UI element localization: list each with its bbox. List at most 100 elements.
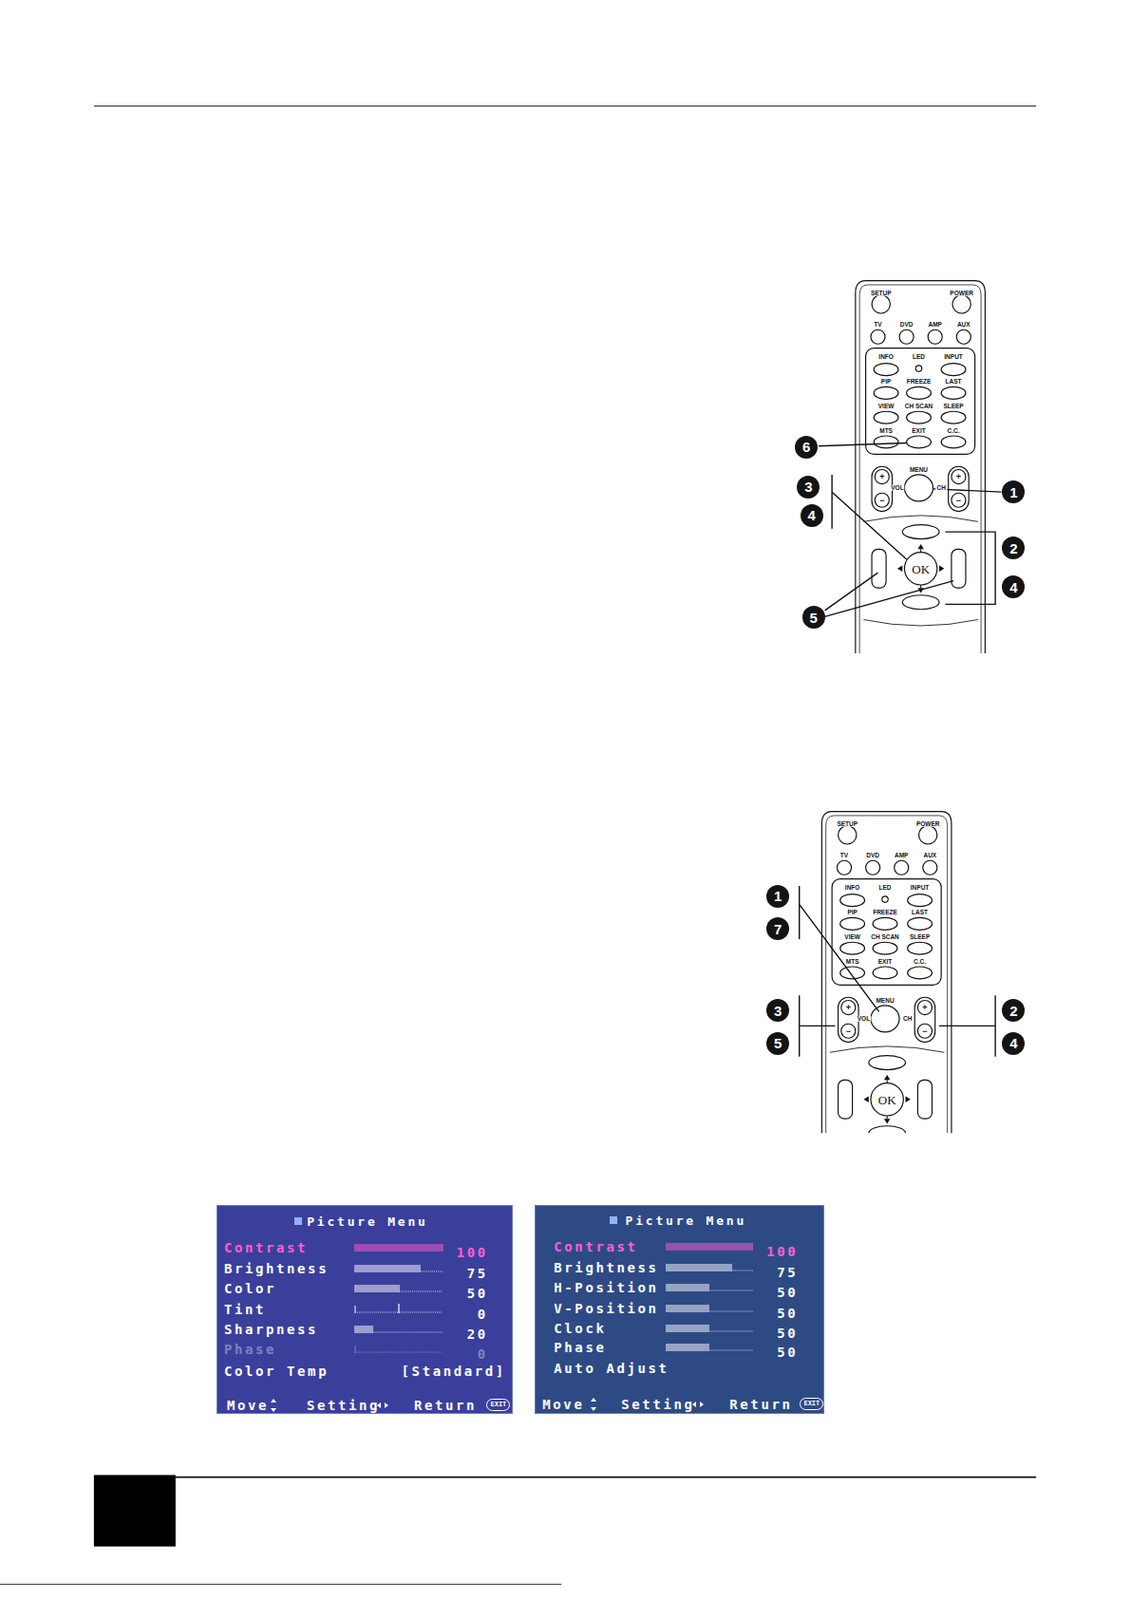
- bar-tick: [418, 1264, 420, 1273]
- bar-tick: [397, 1264, 399, 1273]
- bar-tick: [683, 1324, 685, 1333]
- bar-tick: [670, 1324, 672, 1333]
- menu-text: Auto Adjust: [553, 1360, 669, 1377]
- bar-tick: [687, 1263, 689, 1272]
- bar-tick: [392, 1244, 394, 1252]
- oval-button: [868, 1126, 906, 1134]
- bar-tick: [363, 1325, 365, 1334]
- button-label: +: [921, 1003, 928, 1013]
- bar-tick: [386, 1264, 388, 1273]
- bar-track: [710, 1349, 754, 1351]
- bar-tick: [388, 1284, 390, 1293]
- bar-tick: [681, 1283, 683, 1292]
- bar-tick: [693, 1304, 695, 1313]
- bar-tick: [744, 1243, 746, 1251]
- menu-text: 50: [776, 1305, 798, 1321]
- bar-tick: [729, 1243, 731, 1251]
- bar-tick: [403, 1244, 405, 1252]
- bar-tick: [691, 1243, 693, 1251]
- bar-tick: [700, 1324, 702, 1333]
- bar-tick: [678, 1283, 679, 1292]
- button-label: FREEZE: [871, 909, 899, 917]
- bar-tick: [685, 1343, 687, 1352]
- oval-button: [872, 966, 898, 980]
- button-label: −: [845, 1026, 852, 1036]
- bar-tick: [666, 1304, 668, 1313]
- bar-tick: [697, 1343, 698, 1352]
- callout-number: 4: [800, 504, 824, 528]
- nav-housing: [829, 1046, 944, 1133]
- button-label: INPUT: [909, 885, 931, 892]
- bar-tick: [691, 1324, 693, 1333]
- bar-tick: [361, 1244, 363, 1252]
- bar-tick: [685, 1324, 687, 1333]
- bar-tick: [723, 1243, 725, 1251]
- bar-tick: [672, 1324, 674, 1333]
- bar-tick: [369, 1325, 371, 1334]
- remote-inner-edge: [859, 284, 981, 654]
- menu-text: Move: [226, 1397, 269, 1414]
- bar-tick: [672, 1343, 674, 1352]
- volume-rocker: [914, 997, 936, 1042]
- bar-tick: [721, 1263, 723, 1272]
- bar-tick: [689, 1324, 691, 1333]
- oval-button: [840, 942, 866, 955]
- side-nav-button: [917, 1079, 932, 1119]
- bar-tick: [748, 1243, 750, 1251]
- leader-line: [799, 995, 836, 1057]
- menu-text: Brightness: [553, 1260, 659, 1276]
- bar-tick: [676, 1243, 678, 1251]
- bar-tick: [377, 1264, 378, 1273]
- menu-text: EXIT: [799, 1397, 824, 1411]
- bar-tick: [681, 1324, 683, 1333]
- side-nav-button: [871, 548, 886, 588]
- bar-tick: [687, 1283, 689, 1292]
- bar-tick: [683, 1343, 685, 1352]
- button-label: SETUP: [835, 820, 859, 828]
- bar-tick: [399, 1264, 401, 1273]
- bar-tick: [719, 1263, 721, 1272]
- led-light: [882, 896, 888, 903]
- bar-tick: [679, 1324, 681, 1333]
- nav-arrow-stem: [920, 548, 922, 552]
- menu-text: Picture Menu: [625, 1213, 748, 1229]
- bar-tick: [700, 1283, 702, 1292]
- oval-button: [870, 1005, 900, 1033]
- round-button: [919, 826, 938, 845]
- bar-tick: [390, 1244, 392, 1252]
- bar-tick: [354, 1284, 356, 1293]
- round-button: [871, 295, 890, 314]
- bar-tick: [378, 1284, 380, 1293]
- bar-tick: [361, 1325, 363, 1334]
- volume-rocker: [948, 466, 970, 511]
- menu-text: Return: [414, 1397, 477, 1414]
- bar-tick: [407, 1244, 409, 1252]
- bar-tick: [432, 1244, 434, 1252]
- button-label: AMP: [893, 852, 909, 860]
- bar-tick: [371, 1284, 373, 1293]
- bar-tick: [693, 1343, 695, 1352]
- button-label: MENU: [874, 997, 895, 1004]
- oval-button: [906, 435, 932, 449]
- menu-text: Contrast: [553, 1239, 638, 1255]
- screen-border: [216, 1205, 512, 1414]
- bar-tick: [736, 1243, 738, 1251]
- bar-tick: [359, 1264, 361, 1273]
- bar-tick: [708, 1243, 710, 1251]
- nav-arrow: [884, 1118, 890, 1124]
- round-button: [917, 1000, 932, 1016]
- bar-tick: [674, 1243, 676, 1251]
- bar-tick: [687, 1243, 689, 1251]
- menu-text: Setting: [621, 1396, 695, 1413]
- bar-tick: [363, 1284, 365, 1293]
- bar-tick: [363, 1264, 365, 1273]
- round-button: [917, 1023, 932, 1038]
- bar-tick: [721, 1243, 723, 1251]
- button-label: CH SCAN: [904, 403, 935, 411]
- bar-track: [732, 1269, 754, 1271]
- menu-icon: [609, 1216, 618, 1225]
- bar-tick: [358, 1244, 359, 1252]
- bar-tick: [691, 1283, 693, 1292]
- oval-button: [873, 363, 899, 377]
- bar-tick: [723, 1263, 725, 1272]
